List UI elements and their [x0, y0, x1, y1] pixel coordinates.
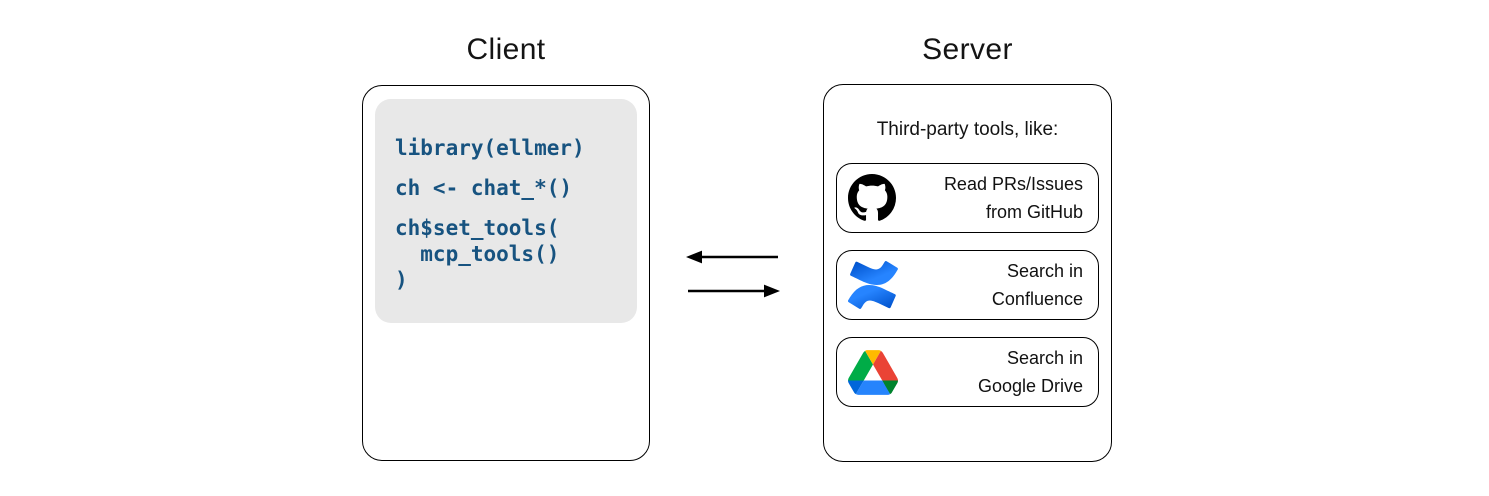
arrow-right-icon	[688, 284, 780, 298]
tool-label-line1: Search in	[1006, 348, 1083, 368]
code-line: )	[395, 268, 408, 292]
tool-label: Search in Confluence	[992, 257, 1083, 313]
client-title: Client	[466, 33, 546, 66]
tool-label: Read PRs/Issues from GitHub	[944, 170, 1083, 226]
server-heading: Third-party tools, like:	[876, 119, 1059, 140]
github-icon	[848, 174, 896, 222]
bidirectional-arrows	[686, 250, 780, 298]
code-line: library(ellmer)	[395, 136, 585, 160]
code-block: library(ellmer) ch <- chat_*() ch$set_to…	[375, 99, 637, 323]
confluence-icon	[848, 261, 898, 309]
server-panel: Third-party tools, like: Read PRs/Issues…	[823, 84, 1112, 462]
arrow-left-icon	[686, 250, 778, 264]
tool-card-google-drive: Search in Google Drive	[836, 337, 1099, 407]
tool-label-line1: Search in	[1006, 261, 1083, 281]
code-line: ch <- chat_*()	[395, 176, 573, 200]
tool-card-confluence: Search in Confluence	[836, 250, 1099, 320]
google-drive-icon	[848, 349, 898, 395]
tool-label-line2: Confluence	[991, 289, 1083, 309]
tool-label-line2: from GitHub	[985, 202, 1083, 222]
server-panel-content: Third-party tools, like: Read PRs/Issues…	[824, 85, 1111, 461]
code-line: mcp_tools()	[395, 242, 560, 266]
tool-label: Search in Google Drive	[978, 344, 1083, 400]
client-panel: library(ellmer) ch <- chat_*() ch$set_to…	[362, 85, 650, 461]
tool-label-line1: Read PRs/Issues	[943, 174, 1083, 194]
tool-card-github: Read PRs/Issues from GitHub	[836, 163, 1099, 233]
tool-label-line2: Google Drive	[977, 376, 1083, 396]
code-line: ch$set_tools(	[395, 216, 560, 240]
server-title: Server	[922, 33, 1013, 66]
